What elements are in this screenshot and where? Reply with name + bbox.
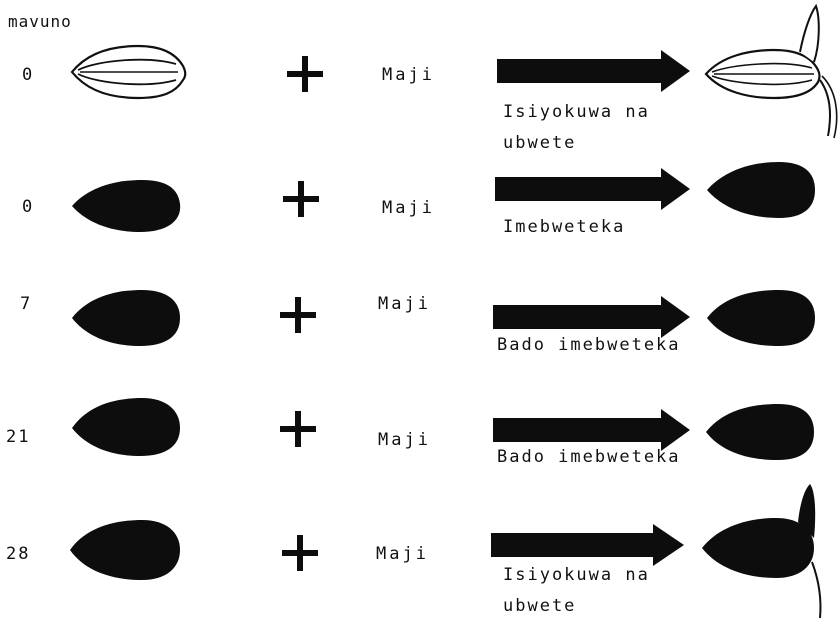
row-2-plus-icon (283, 181, 319, 217)
row-4-result-text-line1: Bado imebweteka (497, 447, 681, 467)
row-1-result-text-line2: ubwete (503, 133, 576, 153)
row-4-plus-icon (280, 411, 316, 447)
row-3-day-label: 7 (20, 294, 32, 314)
row-3-plus-icon (280, 297, 316, 333)
row-3-water-label: Maji (378, 294, 431, 314)
row-5-arrow-icon (491, 524, 684, 566)
row-5-result-text-line1: Isiyokuwa na (503, 565, 650, 585)
row-1-result-text-line1: Isiyokuwa na (503, 102, 650, 122)
row-5-day-label: 28 (6, 544, 30, 564)
row-4: 21 Maji Bado imebweteka (6, 398, 814, 467)
row-1-seed-outline (70, 44, 187, 100)
row-2-result-seed-dark (707, 162, 815, 218)
row-5: 28 Maji Isiyokuwa na ubwete (6, 484, 822, 619)
row-1-plus-icon (287, 56, 323, 92)
row-3-arrow-icon (493, 296, 690, 338)
row-2-water-label: Maji (382, 198, 435, 218)
row-2-arrow-icon (495, 168, 690, 210)
row-3-result-seed-dark (707, 290, 815, 346)
row-4-seed-dark (72, 398, 180, 456)
row-4-result-seed-dark (706, 404, 814, 460)
row-1: 0 Maji Isiyokuwa na ubwete (22, 3, 838, 153)
row-5-result-text-line2: ubwete (503, 596, 576, 616)
row-4-water-label: Maji (378, 430, 431, 450)
row-3-result-text-line1: Bado imebweteka (497, 335, 681, 355)
row-5-plus-icon (282, 535, 318, 571)
row-2-day-label: 0 (22, 197, 34, 217)
row-1-water-label: Maji (382, 65, 435, 85)
row-1-arrow-icon (497, 50, 690, 92)
row-4-arrow-icon (493, 409, 690, 451)
row-5-germinated-seed-dark (702, 484, 822, 619)
row-2-result-text-line1: Imebweteka (503, 217, 625, 237)
row-3-seed-dark (72, 290, 180, 346)
row-2: 0 Maji Imebweteka (22, 162, 815, 237)
row-3: 7 Maji Bado imebweteka (20, 290, 815, 355)
row-1-germinated-seed-outline (704, 3, 838, 139)
row-5-seed-dark (70, 520, 180, 580)
header-label: mavuno (8, 12, 72, 31)
row-5-water-label: Maji (376, 544, 429, 564)
row-4-day-label: 21 (6, 427, 30, 447)
row-1-day-label: 0 (22, 65, 34, 85)
row-2-seed-dark (72, 180, 181, 232)
